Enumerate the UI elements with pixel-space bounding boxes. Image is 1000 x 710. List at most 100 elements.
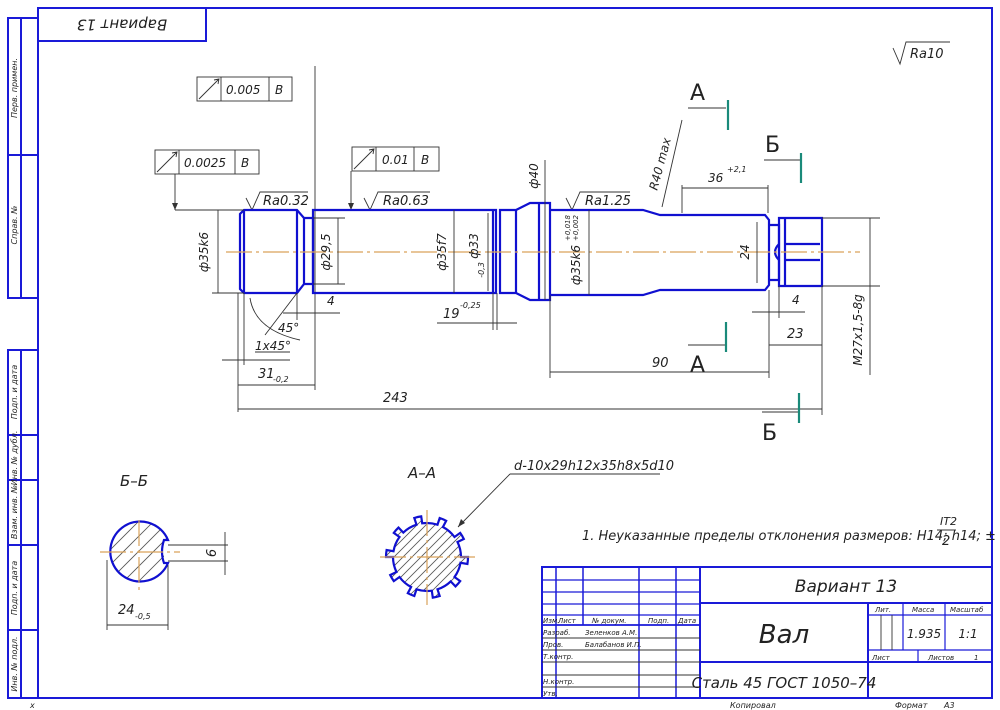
dim-text: M27x1,5-8g: [851, 294, 865, 366]
tolerance-frame-2: 0.0025 B: [154, 149, 260, 210]
section-bb: Б–Б 6 24 -0,5: [100, 472, 228, 630]
dim-23: 23: [769, 286, 823, 415]
dim-tol: +0,002: [572, 215, 580, 241]
section-letter: А: [690, 81, 705, 106]
dim-text: ф29,5: [319, 234, 333, 271]
roughness-3: Ra1.25: [565, 191, 631, 212]
dim-243: 243: [238, 391, 822, 410]
dim-d5: ф40: [527, 160, 546, 300]
dim-text: 4: [792, 293, 800, 307]
format-label: Формат: [895, 701, 928, 710]
runout-icon: [353, 148, 375, 170]
note-fraction-den: 2: [942, 534, 950, 549]
dim-d1: ф35k6: [197, 209, 244, 294]
dim-text: 36: [708, 171, 724, 185]
format-value: А3: [943, 701, 955, 710]
name-developer: Зеленков А.М.: [585, 629, 637, 637]
note-1: 1. Неуказанные пределы отклонения размер…: [582, 529, 996, 544]
dim-text: 4: [327, 294, 335, 308]
tolerance-value: 0.0025: [184, 156, 226, 170]
roughness-text: Ra0.63: [383, 194, 429, 209]
dim-d3: ф35f7: [435, 210, 455, 293]
dim-text: 45°: [278, 321, 299, 335]
side-stamp-5: Взам. инв. №: [10, 485, 19, 539]
sheets-label: Листов: [927, 654, 954, 662]
bottom-left-mark: x: [29, 701, 35, 710]
dim-d6: ф35k6 +0,018 +0,002: [564, 210, 590, 295]
dim-31: 31 -0,2: [222, 293, 315, 412]
dim-radius: R40 max: [646, 119, 683, 208]
col-header-list: Лист: [557, 617, 577, 625]
section-letter: А: [690, 353, 705, 378]
dim-thread: M27x1,5-8g: [822, 217, 880, 375]
tolerance-datum: B: [275, 83, 283, 97]
dim-text: R40 max: [646, 135, 674, 191]
role-checker: Пров.: [543, 641, 563, 649]
section-letter: Б: [762, 421, 777, 446]
dim-tol: -0,3: [477, 262, 486, 278]
general-roughness: Ra10: [892, 41, 950, 66]
copied-label: Копировал: [730, 701, 776, 710]
sheet-label: Лист: [871, 654, 891, 662]
side-stamp-6: Подп. и дата: [10, 561, 19, 616]
hatch-line: [386, 516, 436, 598]
dim-tol: +2,1: [727, 165, 746, 174]
dim-19: 19 -0,25: [437, 293, 517, 330]
dim-d2: ф29,5: [313, 217, 345, 285]
dim-text: 19: [443, 307, 460, 322]
mass-value: 1.935: [907, 627, 941, 641]
section-mark-a-top: А: [688, 81, 730, 130]
dim-text: 23: [787, 327, 804, 342]
scale-label: Масштаб: [950, 606, 984, 614]
dim-text: ф35k6: [569, 245, 583, 285]
dim-text: ф35f7: [435, 233, 449, 271]
dim-90: 90: [549, 290, 770, 378]
section-letter: Б: [765, 133, 780, 158]
section-title: Б–Б: [120, 472, 148, 490]
roughness-text: Ra0.32: [263, 194, 309, 209]
name-checker: Балабанов И.П.: [585, 641, 642, 649]
side-stamp-7: Инв. № подл.: [10, 636, 19, 691]
tolerance-frame-3: 0.01 B: [348, 146, 440, 210]
role-norm-control: Н.контр.: [543, 678, 574, 686]
roughness-2: Ra0.63: [363, 191, 430, 212]
dim-chamfer: 45° 1x45°: [249, 292, 301, 353]
mass-label: Масса: [912, 606, 934, 614]
dim-tol: -0,25: [460, 301, 481, 310]
dim-text: ф40: [527, 163, 541, 189]
dim-text: 31: [258, 367, 275, 382]
dim-tol: -0,2: [273, 375, 289, 384]
role-developer: Разраб.: [543, 629, 571, 637]
corner-stamp: Вариант 13: [37, 7, 207, 42]
col-header-izm: Изм.: [543, 617, 559, 625]
roughness-1: Ra0.32: [245, 191, 309, 212]
section-mark-a-bottom: А: [688, 322, 728, 378]
sheets-value: 1: [974, 654, 978, 662]
col-header-sign: Подп.: [648, 617, 669, 625]
role-tech-control: Т.контр.: [543, 653, 573, 661]
tolerance-value: 0.005: [226, 83, 260, 97]
side-stamps: Перв. примен. Справ. № Подп. и дата Инв.…: [7, 17, 39, 699]
dim-spline: 24: [738, 222, 758, 283]
section-title: А–А: [407, 464, 436, 482]
part-name: Вал: [759, 620, 809, 650]
dim-tol: -0,5: [135, 612, 151, 621]
side-stamp-1: Перв. примен.: [10, 58, 19, 118]
runout-icon: [156, 151, 178, 173]
dim-text: ф35k6: [197, 232, 211, 272]
roughness-icon: [892, 41, 950, 66]
dim-text: 24: [118, 603, 135, 618]
dim-groove-4: 4: [283, 293, 340, 320]
corner-stamp-text: Вариант 13: [77, 16, 167, 34]
general-roughness-text: Ra10: [910, 47, 944, 62]
tolerance-datum: B: [241, 156, 249, 170]
tolerance-datum: B: [421, 153, 429, 167]
dim-text: 1x45°: [255, 339, 291, 353]
spline-designation: d-10x29h12x35h8x5d10: [514, 459, 674, 474]
side-stamp-4: Инв. № дубл.: [10, 431, 19, 486]
col-header-doc: № докум.: [591, 617, 627, 625]
note-fraction-num: IT2: [940, 515, 957, 528]
dim-text: 243: [383, 391, 408, 406]
dim-text: 90: [652, 356, 669, 371]
tolerance-value: 0.01: [382, 153, 409, 167]
